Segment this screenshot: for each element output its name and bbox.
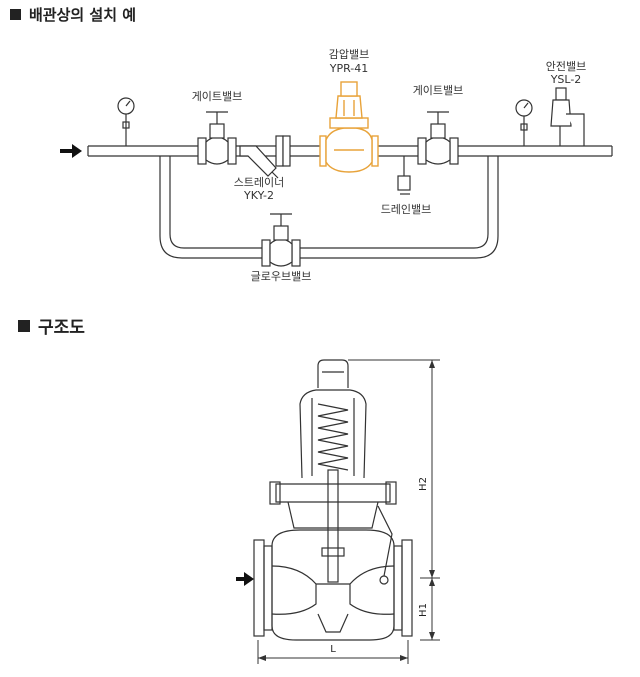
structure-diagram: H2 H1 L <box>236 359 440 664</box>
pressure-valve-model-label: YPR-41 <box>329 62 369 75</box>
piping-diagram: 게이트밸브 감압밸브 YPR-41 게이트밸브 안전밸브 YSL-2 스트레이너… <box>60 48 613 283</box>
pressure-gauge-icon <box>117 97 135 146</box>
installation-title-text: 배관상의 설치 예 <box>29 6 137 24</box>
flow-arrow-icon <box>236 572 254 586</box>
square-bullet-icon <box>18 319 30 332</box>
strainer-model-label: YKY-2 <box>243 189 274 202</box>
drain-valve <box>397 156 411 195</box>
pressure-valve-name-label: 감압밸브 <box>329 48 369 61</box>
dimension-l-label: L <box>330 644 336 655</box>
safety-valve <box>550 87 585 146</box>
dimension-h2-label: H2 <box>418 477 429 491</box>
safety-valve-name-label: 안전밸브 <box>546 60 586 73</box>
dimension-h1-label: H1 <box>418 603 429 617</box>
gate-valve-right <box>417 111 459 165</box>
installation-section-title: 배관상의 설치 예 <box>10 4 136 25</box>
gate-valve-left <box>197 111 237 165</box>
drain-valve-label: 드레인밸브 <box>381 203 432 216</box>
structure-section-title: 구조도 <box>18 313 85 338</box>
safety-valve-model-label: YSL-2 <box>550 73 582 86</box>
globe-valve-label: 글로우브밸브 <box>251 270 312 283</box>
pressure-reducing-valve <box>319 81 379 173</box>
structure-title-text: 구조도 <box>38 318 85 338</box>
gate-valve-right-label: 게이트밸브 <box>413 84 464 97</box>
flow-arrow-icon <box>60 144 82 158</box>
globe-valve <box>261 213 301 267</box>
strainer-name-label: 스트레이너 <box>234 176 285 189</box>
square-bullet-icon <box>10 9 21 20</box>
pressure-gauge-icon <box>515 99 533 146</box>
gate-valve-left-label: 게이트밸브 <box>192 90 243 103</box>
strainer <box>239 145 279 179</box>
